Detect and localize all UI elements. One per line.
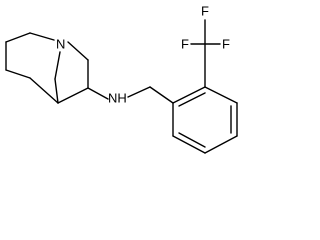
structure-drawing: N NH F F F (5, 4, 238, 154)
atom-label-fluorine-top-right: F (222, 37, 230, 52)
bond-lower-to-bridgehead (29, 77, 59, 104)
ring-bond-5 (172, 135, 206, 154)
ring-double-bond-a (178, 92, 206, 107)
trifluoromethyl-group (190, 19, 221, 88)
bond-inner-to-bridgehead (54, 78, 59, 104)
bond-nh-ch2 (127, 86, 151, 98)
amine-linker (87, 86, 174, 104)
ring-double-bond-c (178, 132, 206, 148)
atom-label-quinuclidine-n: N (56, 37, 65, 52)
atom-label-fluorine-top-left: F (181, 37, 189, 52)
atom-label-fluorine-top: F (201, 4, 209, 19)
ring-bond-4 (204, 135, 238, 154)
atom-label-amine-nh: NH (108, 91, 127, 106)
bond-ch-bridgehead (57, 87, 89, 104)
chemical-structure-canvas: N NH F F F (5, 4, 238, 154)
ring-bond-1 (172, 86, 206, 104)
quinuclidine-cage (5, 32, 89, 104)
bond-n-ch2-left (29, 32, 55, 41)
atom-labels: N NH F F F (56, 4, 230, 106)
bond-ch2-aryl (149, 86, 174, 104)
bond-ch2-left-ch2-down (5, 32, 31, 43)
bond-ch-nh (87, 87, 109, 100)
bond-n-inner-down (54, 51, 61, 80)
benzene-ring (172, 86, 238, 154)
ring-bond-2 (204, 86, 238, 104)
bond-n-ch2-right (67, 41, 89, 61)
bond-left-lower (5, 69, 31, 79)
